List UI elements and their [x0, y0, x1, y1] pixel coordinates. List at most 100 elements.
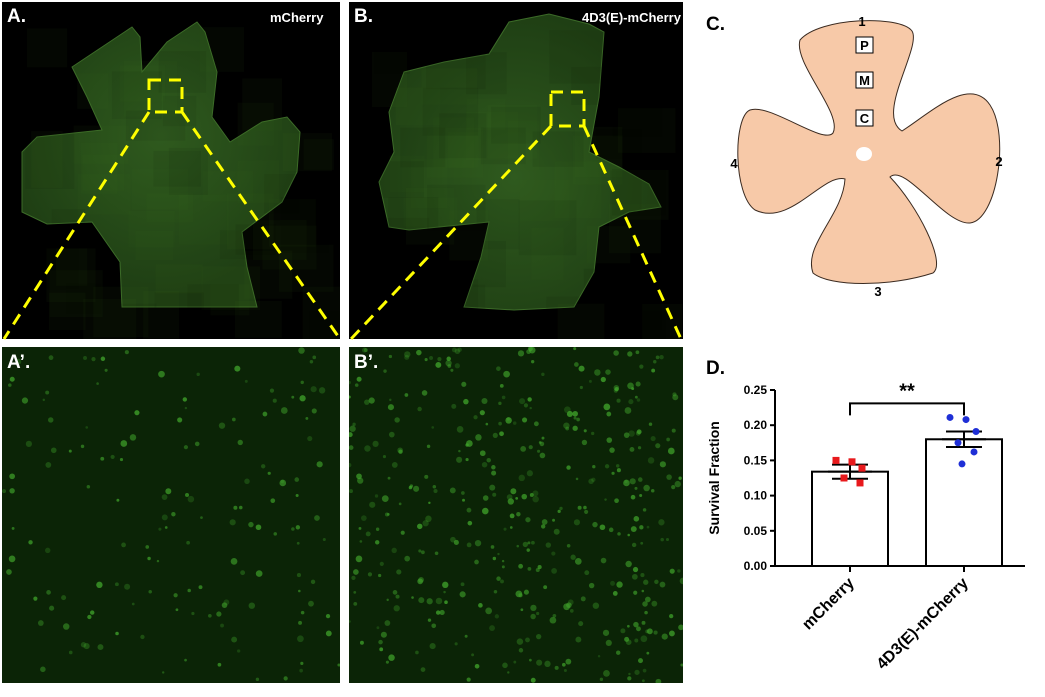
- labeled-cell: [218, 422, 226, 429]
- data-point: [832, 456, 840, 464]
- labeled-cell: [337, 663, 340, 667]
- labeled-cell: [667, 447, 675, 455]
- labeled-cell: [231, 636, 238, 643]
- labeled-cell: [603, 403, 611, 411]
- labeled-cell: [606, 411, 612, 417]
- labeled-cell: [532, 495, 539, 503]
- mosaic-tile: [280, 196, 329, 254]
- labeled-cell: [353, 601, 358, 606]
- labeled-cell: [623, 479, 630, 487]
- labeled-cell: [644, 610, 648, 615]
- labeled-cell: [551, 568, 557, 574]
- labeled-cell: [50, 447, 57, 454]
- labeled-cell: [496, 576, 501, 581]
- data-point: [848, 458, 856, 466]
- labeled-cell: [221, 602, 228, 608]
- labeled-cell: [379, 561, 384, 566]
- labeled-cell: [634, 669, 640, 675]
- labeled-cell: [6, 569, 12, 575]
- labeled-cell: [540, 524, 546, 529]
- labeled-cell: [68, 650, 73, 655]
- data-point: [858, 464, 866, 472]
- labeled-cell: [280, 407, 288, 414]
- optic-nerve-head: [856, 147, 872, 161]
- labeled-cell: [147, 556, 151, 561]
- labeled-cell: [478, 603, 483, 608]
- labeled-cell: [9, 473, 15, 480]
- labeled-cell: [408, 485, 413, 490]
- labeled-cell: [461, 381, 467, 387]
- mosaic-tile: [571, 66, 614, 105]
- mosaic-tile: [616, 310, 666, 339]
- labeled-cell: [161, 494, 168, 501]
- labeled-cell: [631, 573, 638, 580]
- labeled-cell: [417, 406, 422, 412]
- labeled-cell: [233, 505, 238, 510]
- labeled-cell: [541, 519, 548, 525]
- labeled-cell: [459, 591, 466, 598]
- labeled-cell: [506, 494, 513, 501]
- labeled-cell: [388, 354, 393, 359]
- labeled-cell: [642, 508, 647, 512]
- labeled-cell: [519, 398, 526, 405]
- labeled-cell: [354, 383, 359, 387]
- labeled-cell: [578, 365, 585, 372]
- zone-box-p: [855, 36, 874, 54]
- labeled-cell: [637, 477, 643, 482]
- labeled-cell: [83, 355, 87, 360]
- panel-label-d: D.: [706, 358, 725, 379]
- labeled-cell: [506, 417, 510, 421]
- labeled-cell: [353, 590, 357, 594]
- labeled-cell: [21, 397, 29, 404]
- labeled-cell: [299, 395, 306, 402]
- labeled-cell: [229, 519, 236, 526]
- labeled-cell: [526, 349, 531, 354]
- mosaic-tile: [48, 292, 86, 331]
- mosaic-tile: [77, 73, 109, 109]
- labeled-cell: [310, 579, 316, 585]
- labeled-cell: [28, 540, 33, 545]
- labeled-cell: [216, 611, 222, 617]
- data-point: [970, 448, 978, 456]
- labeled-cell: [220, 623, 225, 628]
- labeled-cell: [45, 547, 51, 554]
- data-point: [840, 474, 848, 482]
- labeled-cell: [606, 437, 613, 443]
- labeled-cell: [45, 462, 52, 468]
- labeled-cell: [592, 521, 598, 528]
- labeled-cell: [537, 565, 542, 570]
- labeled-cell: [644, 596, 651, 603]
- labeled-cell: [641, 620, 646, 625]
- labeled-cell: [646, 628, 653, 635]
- labeled-cell: [539, 441, 545, 447]
- labeled-cell: [443, 590, 446, 594]
- labeled-cell: [574, 558, 582, 565]
- labeled-cell: [416, 349, 422, 356]
- labeled-cell: [312, 355, 317, 360]
- labeled-cell: [678, 624, 683, 631]
- labeled-cell: [492, 432, 498, 438]
- labeled-cell: [183, 445, 189, 450]
- labeled-cell: [461, 491, 465, 495]
- labeled-cell: [473, 415, 478, 420]
- labeled-cell: [388, 654, 395, 661]
- mosaic-tile: [303, 139, 334, 170]
- labeled-cell: [616, 581, 623, 588]
- labeled-cell: [624, 636, 630, 642]
- labeled-cell: [640, 635, 648, 643]
- mosaic-tile: [237, 102, 274, 146]
- labeled-cell: [119, 457, 124, 462]
- labeled-cell: [492, 492, 497, 497]
- labeled-cell: [121, 542, 126, 548]
- labeled-cell: [456, 426, 464, 433]
- labeled-cell: [588, 379, 592, 383]
- labeled-cell: [523, 589, 529, 595]
- mosaic-tile: [143, 290, 180, 339]
- labeled-cell: [466, 677, 471, 682]
- mosaic-tile: [427, 184, 486, 231]
- labeled-cell: [650, 488, 655, 493]
- data-point: [958, 460, 966, 468]
- labeled-cell: [641, 679, 645, 683]
- labeled-cell: [404, 354, 410, 360]
- labeled-cell: [521, 493, 528, 500]
